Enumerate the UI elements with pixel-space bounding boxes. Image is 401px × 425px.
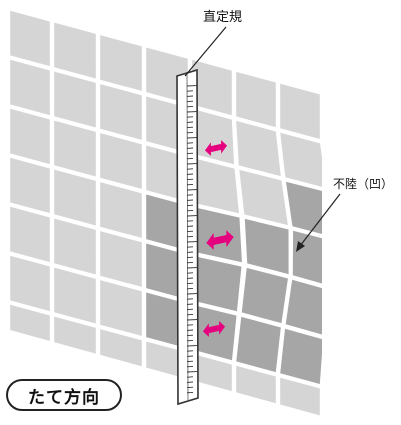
depressed-tile <box>292 230 322 286</box>
wall-tile <box>10 206 50 263</box>
ruler-label: 直定規 <box>203 10 242 25</box>
depressed-tile <box>285 181 322 237</box>
wall-tile <box>192 108 235 165</box>
wall-tile <box>236 120 281 177</box>
direction-badge-label: たて方向 <box>28 387 100 408</box>
wall-tile <box>100 280 142 336</box>
depressed-tile <box>244 218 289 275</box>
wall-tile <box>54 120 96 177</box>
unevenness-leader <box>296 193 341 252</box>
wall-tile <box>10 108 50 165</box>
depressed-tile <box>192 255 242 312</box>
ruler-ticks <box>186 85 198 394</box>
direction-badge: たて方向 <box>6 379 122 411</box>
wall-tile <box>192 59 232 116</box>
wall-tile <box>10 59 50 116</box>
straight-ruler <box>176 68 199 406</box>
wall-tile <box>100 133 142 189</box>
depressed-tile <box>192 304 237 361</box>
wall-tile <box>192 157 240 214</box>
wall-tile <box>54 71 96 128</box>
gap-arrow <box>206 230 234 250</box>
gap-arrow <box>202 321 226 337</box>
wall-tile <box>100 182 142 238</box>
wall-tile <box>280 83 320 139</box>
wall-tile <box>54 218 96 275</box>
gap-arrows <box>202 140 234 337</box>
wall-tile <box>54 169 96 226</box>
wall-tile <box>54 22 96 79</box>
wall-tile <box>100 231 142 287</box>
wall-tile <box>54 267 96 324</box>
wall-tile <box>236 71 276 128</box>
depressed-tile <box>285 279 322 335</box>
depressed-tile <box>192 206 242 263</box>
wall-tile <box>10 255 50 312</box>
wall-tile <box>100 35 142 91</box>
gap-arrow <box>204 140 228 156</box>
wall-tile <box>280 377 320 416</box>
unevenness-label: 不陸（凹） <box>333 177 393 191</box>
wall-tile <box>239 169 288 226</box>
wall-tile <box>10 157 50 214</box>
ruler-leader-line <box>184 26 227 77</box>
wall-tile <box>10 10 50 67</box>
depressed-tile <box>241 267 288 324</box>
depressed-tile <box>280 328 322 384</box>
wall-tile <box>280 132 322 188</box>
depressed-tile <box>236 316 281 373</box>
wall-tile <box>100 84 142 140</box>
